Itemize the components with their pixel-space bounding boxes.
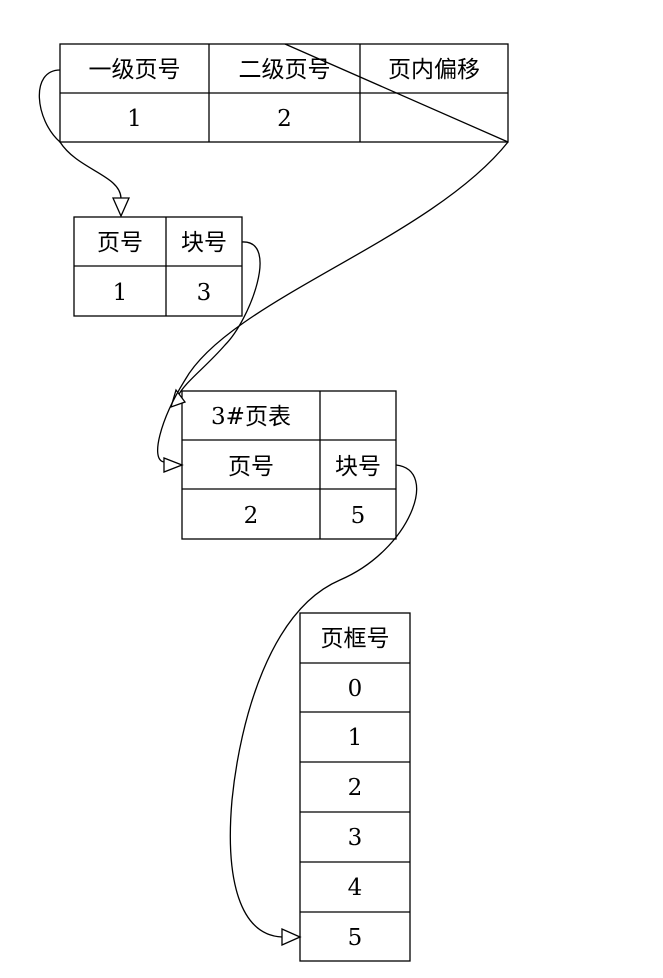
connector-offset-curve — [157, 141, 509, 463]
frame-number: 1 — [348, 725, 363, 751]
page-table-3-value-page: 2 — [244, 503, 259, 529]
address-value-level2: 2 — [277, 106, 292, 132]
frame-number: 0 — [348, 676, 363, 702]
level1-header-block: 块号 — [181, 230, 227, 256]
frame-number: 2 — [348, 775, 363, 801]
address-value-level1: 1 — [127, 106, 142, 132]
page-table-3-title: 3#页表 — [211, 404, 291, 430]
connector-offset-arrowhead — [163, 457, 184, 473]
address-header-level2: 二级页号 — [239, 57, 331, 83]
page-table-3: 3#页表 页号 块号 2 5 — [181, 390, 397, 540]
connector-block3-curve — [177, 241, 261, 397]
frame-number: 4 — [348, 875, 363, 901]
frame-table: 页框号 0 1 2 3 4 5 — [299, 612, 411, 962]
frame-table-border — [299, 612, 411, 962]
connector-block3-arrowhead — [170, 388, 187, 409]
connector-level1-arrowhead — [111, 197, 131, 218]
address-header-level1: 一级页号 — [89, 57, 181, 83]
level1-header-page: 页号 — [97, 230, 143, 256]
level1-page-table: 页号 块号 1 3 — [73, 216, 243, 317]
connector-level1-curve — [38, 69, 122, 199]
address-header-offset: 页内偏移 — [388, 57, 480, 83]
connector-frame5-arrowhead — [281, 927, 302, 947]
level1-value-page: 1 — [113, 280, 128, 306]
page-table-3-value-block: 5 — [351, 503, 366, 529]
frame-table-header: 页框号 — [321, 626, 390, 652]
offset-diagonal-line — [284, 43, 509, 143]
page-table-3-header-block: 块号 — [335, 454, 381, 480]
connector-frame5-curve — [229, 464, 418, 938]
level1-value-block: 3 — [197, 280, 212, 306]
frame-number: 3 — [348, 825, 363, 851]
address-table: 一级页号 二级页号 页内偏移 1 2 — [59, 43, 509, 143]
page-table-3-header-page: 页号 — [228, 454, 274, 480]
frame-number: 5 — [348, 925, 363, 951]
